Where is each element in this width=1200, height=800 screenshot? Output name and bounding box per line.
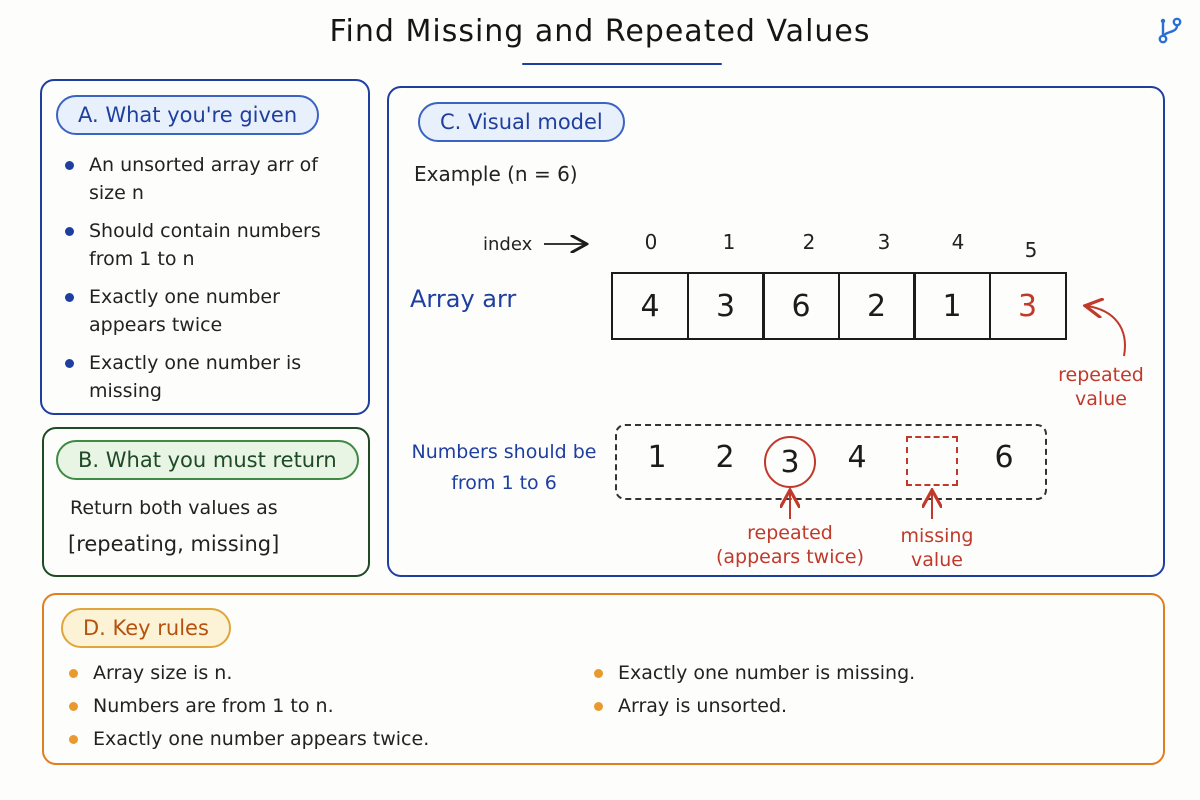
bullet-dot (69, 669, 78, 678)
example-label: Example (n = 6) (414, 162, 578, 186)
list-item-text: Should contain numbers from 1 to n (89, 220, 321, 270)
missing-label: missing value (900, 525, 974, 571)
list-item: Numbers are from 1 to n. (67, 692, 429, 720)
return-value: [repeating, missing] (68, 532, 280, 556)
title-underline (522, 63, 722, 65)
panel-given: A. What you're given An unsorted array a… (40, 79, 370, 415)
repeated-value-label: repeated value (1058, 364, 1144, 410)
index-number: 1 (722, 230, 736, 254)
panel-return: B. What you must return Return both valu… (42, 427, 370, 577)
list-item: Exactly one number appears twice (63, 283, 353, 339)
rules-list-right: Exactly one number is missing. Array is … (592, 659, 915, 725)
list-item: Exactly one number is missing. (592, 659, 915, 687)
list-item-text: An unsorted array arr of size n (89, 154, 318, 204)
repeated-value-arrow (1087, 306, 1126, 357)
list-item: An unsorted array arr of size n (63, 151, 353, 207)
page-title: Find Missing and Repeated Values (329, 14, 871, 49)
expected-number: 2 (715, 440, 735, 475)
expected-number: 1 (647, 440, 667, 475)
list-item: Array is unsorted. (592, 692, 915, 720)
rules-list-left: Array size is n. Numbers are from 1 to n… (67, 659, 429, 758)
list-item-text: Exactly one number is missing. (618, 662, 916, 684)
bullet-dot (69, 702, 78, 711)
expected-number: 6 (994, 440, 1014, 475)
bullet-dot (594, 669, 603, 678)
bullet-dot (69, 735, 78, 744)
list-item-text: Exactly one number appears twice. (93, 728, 430, 750)
bullet-dot (65, 227, 74, 236)
index-label: index (483, 234, 533, 255)
given-list: An unsorted array arr of size n Should c… (63, 151, 353, 415)
index-number: 2 (802, 230, 816, 254)
index-number: 3 (877, 230, 891, 254)
array-cell-repeated: 3 (988, 272, 1067, 340)
bullet-dot (65, 293, 74, 302)
annotation-arrows (544, 88, 1126, 519)
return-text: Return both values as (70, 497, 278, 519)
list-item: Array size is n. (67, 659, 429, 687)
list-item: Exactly one number is missing (63, 349, 353, 405)
list-item-text: Array size is n. (93, 662, 233, 684)
repeated-number-circle: 3 (764, 436, 816, 488)
array-label: Array arr (410, 285, 517, 313)
bullet-dot (65, 359, 74, 368)
list-item-text: Exactly one number is missing (89, 352, 302, 402)
bullet-dot (65, 161, 74, 170)
expected-numbers-label: Numbers should be from 1 to 6 (411, 441, 597, 494)
expected-numbers-box (615, 424, 1047, 500)
panel-visual-heading: C. Visual model (418, 102, 625, 142)
array-cells: 4 3 6 2 1 3 (611, 272, 1067, 342)
branch-icon (1154, 14, 1186, 46)
panel-key-rules: D. Key rules Array size is n. Numbers ar… (42, 593, 1165, 765)
panel-return-heading: B. What you must return (56, 440, 359, 480)
list-item-text: Array is unsorted. (618, 695, 788, 717)
list-item-text: Exactly one number appears twice (89, 286, 280, 336)
panel-visual-model: C. Visual model Example (n = 6) index Ar… (387, 86, 1165, 577)
missing-number-slot (906, 436, 958, 486)
panel-rules-heading: D. Key rules (61, 608, 231, 648)
panel-given-heading: A. What you're given (56, 95, 320, 135)
repeated-label: repeated (appears twice) (715, 522, 865, 568)
index-number: 4 (951, 230, 965, 254)
list-item: Exactly one number appears twice. (67, 725, 429, 753)
list-item: Should contain numbers from 1 to n (63, 217, 353, 273)
expected-number: 4 (847, 440, 867, 475)
index-number: 5 (1024, 238, 1038, 262)
index-number: 0 (644, 230, 658, 254)
list-item-text: Numbers are from 1 to n. (93, 695, 334, 717)
bullet-dot (594, 702, 603, 711)
